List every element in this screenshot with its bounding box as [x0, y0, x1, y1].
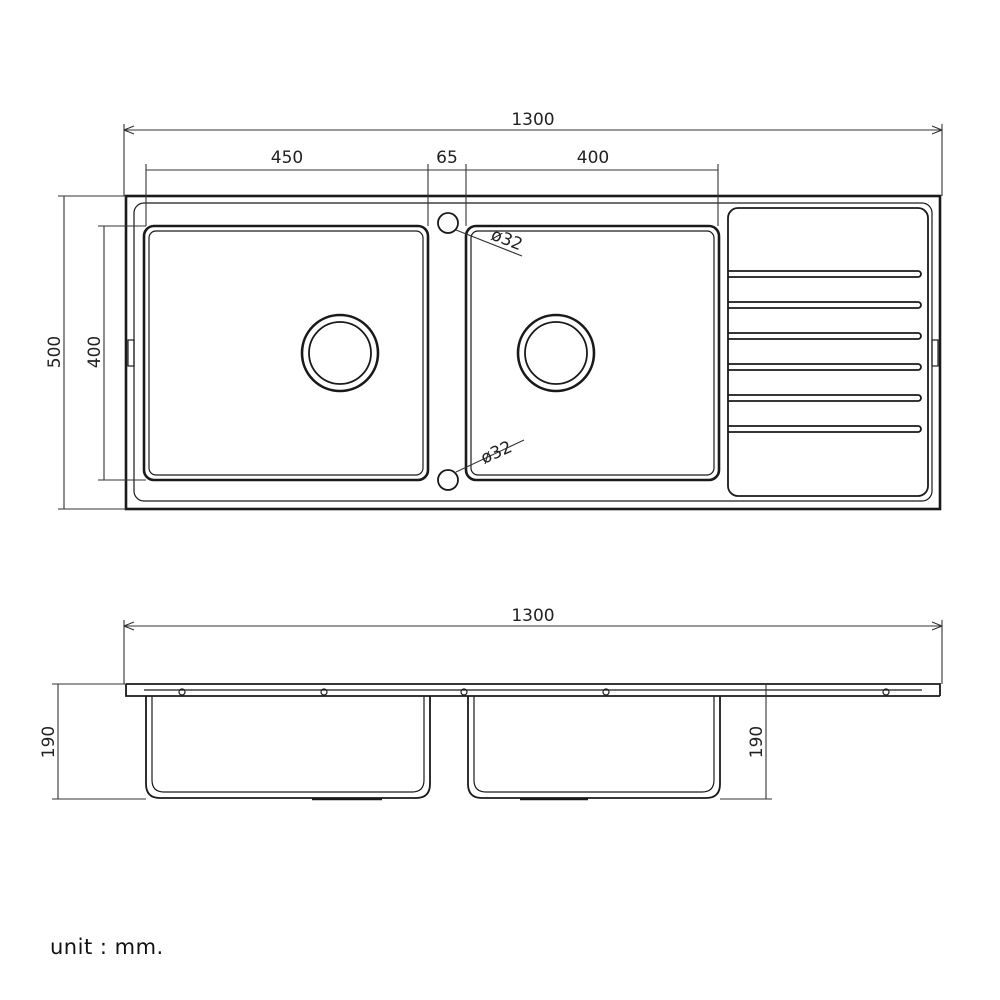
dim-400-vertical: 400 [85, 336, 105, 368]
dim-500: 500 [45, 336, 65, 368]
tap-hole-bottom [437, 469, 459, 491]
right-drain [516, 313, 596, 393]
dim-overall-width: 500 [45, 195, 126, 510]
dim-400-horizontal: 400 [577, 148, 609, 168]
side-right-bowl [467, 696, 721, 799]
right-bowl [464, 224, 721, 482]
dim-bowl-depth: 400 [85, 225, 146, 481]
dim-190-right: 190 [747, 726, 767, 758]
side-view: 1300 190 190 [39, 606, 943, 801]
dim-overall-length-side: 1300 [123, 606, 943, 684]
top-view: 1300 450 65 400 500 400 [45, 110, 943, 511]
dim-depth-right: 190 [720, 684, 772, 800]
dim-450: 450 [271, 148, 303, 168]
left-bowl [142, 224, 430, 482]
left-drain [300, 313, 380, 393]
dim-depth-left: 190 [39, 683, 146, 800]
dim-overall-length-top: 1300 [123, 110, 943, 196]
sink-outline [124, 194, 942, 511]
dim-65: 65 [436, 148, 458, 168]
svg-text:ø32: ø32 [488, 225, 525, 255]
left-bowl-inner [148, 230, 424, 476]
unit-label: unit : mm. [50, 935, 164, 959]
dim-bowls: 450 65 400 [145, 148, 719, 226]
right-bowl-inner [470, 230, 715, 476]
sink-rim [133, 202, 933, 502]
dim-190-left: 190 [39, 726, 59, 758]
drainboard-ribs [728, 270, 922, 433]
dim-1300-side: 1300 [511, 606, 554, 626]
side-left-bowl [145, 696, 431, 799]
drainboard [727, 207, 929, 497]
tap-hole-top [437, 212, 459, 234]
side-rim [125, 683, 941, 697]
dim-1300-top: 1300 [511, 110, 554, 130]
svg-text:ø32: ø32 [478, 437, 515, 468]
left-drain-inner [308, 321, 372, 385]
right-drain-inner [524, 321, 588, 385]
